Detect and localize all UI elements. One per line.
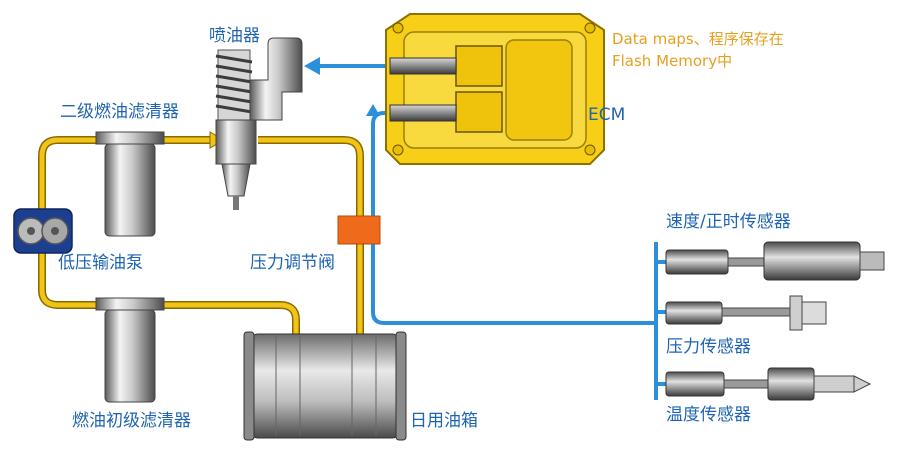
pressure-regulator-label: 压力调节阀 [250,253,335,273]
ecm-note-line1: Data maps、程序保存在 [612,30,784,48]
secondary-filter-label: 二级燃油滤清器 [60,102,179,122]
primary-filter-label: 燃油初级滤清器 [72,411,191,431]
injector [215,37,303,210]
temperature-sensor-label: 温度传感器 [666,405,751,425]
injector-label: 喷油器 [209,26,260,46]
fuel-lines [38,136,364,340]
pressure-regulator [337,215,381,245]
ecm-note-line2: Flash Memory中 [612,52,733,70]
speed-timing-sensor [665,241,885,281]
signal-arrow-to-injector [304,57,320,75]
day-tank-label: 日用油箱 [410,411,478,431]
speed-sensor-label: 速度/正时传感器 [666,212,791,232]
secondary-filter [95,131,165,237]
signal-arrow-to-ecm [366,104,380,116]
pressure-sensor [665,295,827,331]
pressure-sensor-label: 压力传感器 [666,337,751,357]
day-tank [243,331,407,441]
primary-filter [95,297,165,403]
temperature-sensor [665,367,872,401]
low-pressure-pump [13,208,73,254]
ecm-label: ECM [588,105,626,125]
ecm-module [385,13,605,165]
low-pressure-pump-label: 低压输油泵 [58,253,143,273]
